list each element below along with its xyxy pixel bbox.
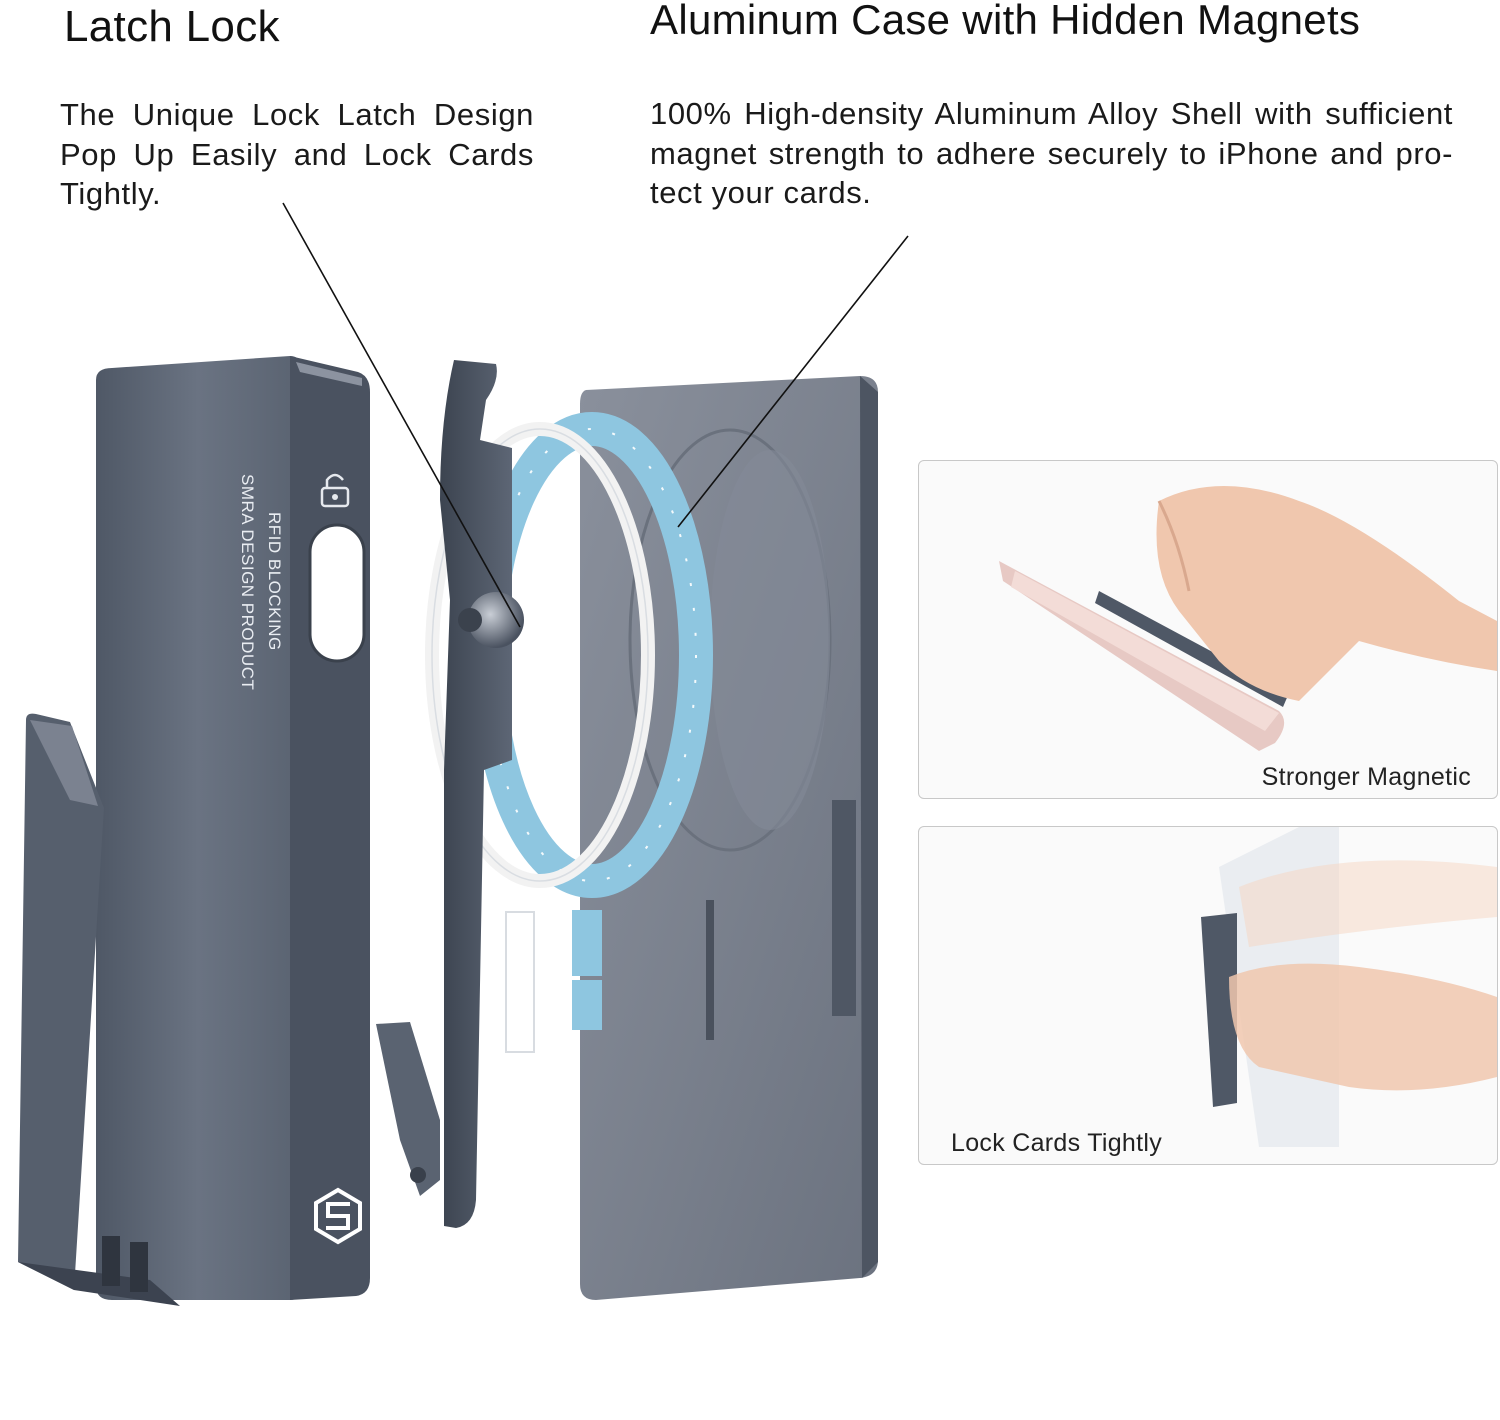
latch-clip [376, 360, 524, 1228]
back-plate [580, 376, 878, 1300]
latch-lock-description: The Unique Lock Latch Design Pop Up Easi… [60, 97, 534, 211]
card-stand [18, 713, 180, 1306]
hidden-magnets-title: Aluminum Case with Hidden Magnets [650, 0, 1361, 43]
wallet-case [96, 356, 370, 1300]
lock-icon [320, 473, 350, 508]
latch-lock-title: Latch Lock [64, 2, 280, 51]
hidden-magnets-description: 100% High-density Aluminum Alloy Shell w… [650, 96, 1453, 210]
caption-lock-cards: Lock Cards Tightly [951, 1129, 1163, 1157]
latch-pointer-line [282, 202, 521, 628]
inset-stronger-magnetic: Stronger Magnetic [918, 460, 1498, 799]
hand-locking-cards-illustration [1201, 827, 1497, 1147]
brand-logo-icon [314, 1187, 362, 1245]
inset-lock-cards: Lock Cards Tightly [918, 826, 1498, 1165]
hand-on-phone-illustration [999, 486, 1497, 751]
case-engraving-brand: SMRA DESIGN PRODUCT [238, 474, 257, 691]
case-engraving-rfid: RFID BLOCKING [265, 512, 284, 651]
magnet-pointer-line [677, 235, 909, 528]
caption-stronger-magnetic: Stronger Magnetic [1261, 763, 1471, 791]
